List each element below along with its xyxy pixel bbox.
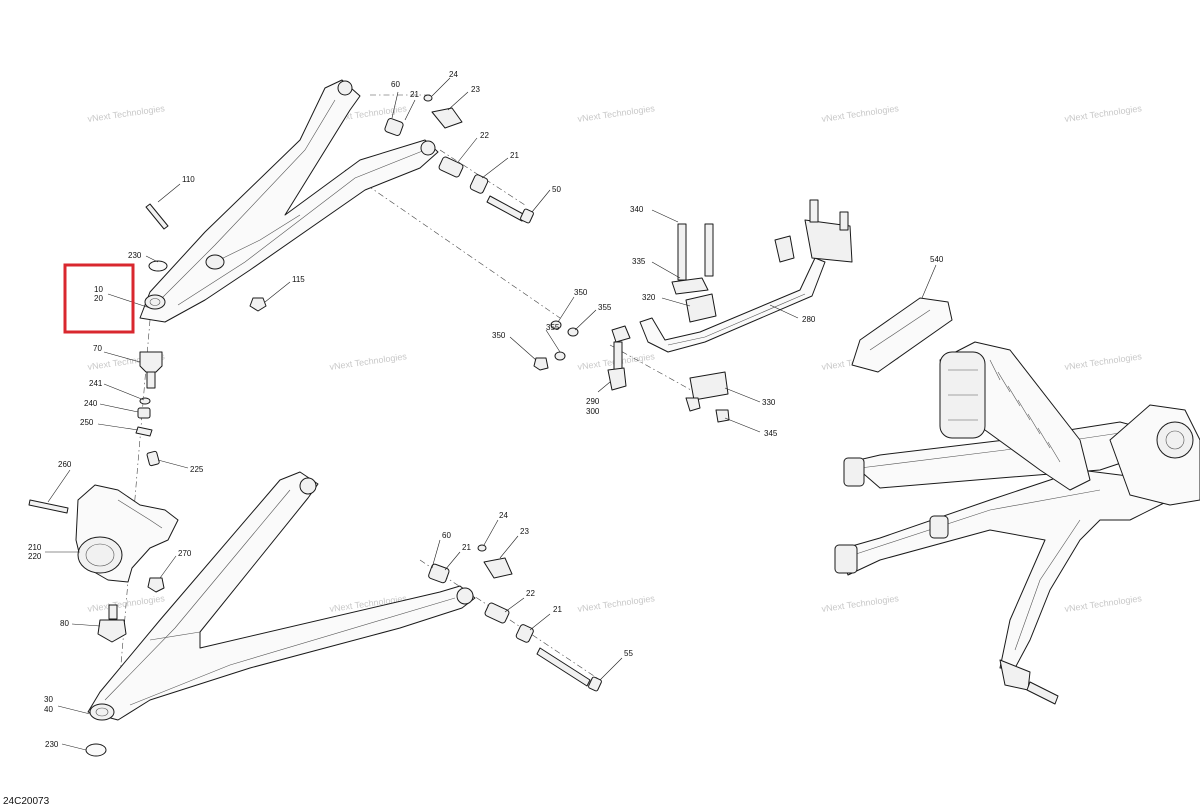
watermark: vNext Technologies: [821, 103, 900, 124]
watermark: vNext Technologies: [1064, 103, 1143, 124]
callout-24: 24: [499, 511, 508, 520]
callout-230: 230: [45, 740, 59, 749]
callout-10: 10: [94, 285, 103, 294]
highlight-box: [63, 263, 135, 334]
callout-55: 55: [624, 649, 633, 658]
callout-30: 30: [44, 695, 53, 704]
lower-arm-hardware: [428, 544, 602, 692]
callout-23: 23: [471, 85, 480, 94]
callout-240: 240: [84, 399, 98, 408]
callout-270: 270: [178, 549, 192, 558]
callout-340: 340: [630, 205, 644, 214]
callout-210: 210: [28, 543, 42, 552]
callout-250: 250: [80, 418, 94, 427]
callout-60: 60: [391, 80, 400, 89]
watermark: vNext Technologies: [577, 103, 656, 124]
callout-345: 345: [764, 429, 778, 438]
callout-110: 110: [182, 175, 195, 184]
callout-22: 22: [526, 589, 535, 598]
callout-230: 230: [128, 251, 142, 260]
lower-ball-joint: [97, 604, 127, 643]
callout-115: 115: [292, 275, 305, 284]
sway-bar-assembly: [533, 199, 853, 423]
callout-22: 22: [480, 131, 489, 140]
callout-355: 355: [598, 303, 612, 312]
callout-60: 60: [442, 531, 451, 540]
callout-220: 220: [28, 552, 42, 561]
callout-20: 20: [94, 294, 103, 303]
watermark: vNext Technologies: [1064, 351, 1143, 372]
callout-330: 330: [762, 398, 776, 407]
knuckle: [28, 484, 179, 593]
callout-24: 24: [449, 70, 458, 79]
assembled-suspension: [834, 297, 1200, 705]
callout-350: 350: [492, 331, 506, 340]
callout-21: 21: [553, 605, 562, 614]
callout-21: 21: [510, 151, 519, 160]
callout-labels: 60 24 21 23 22 21 50 110 230 10 20 115 7…: [28, 70, 944, 749]
callout-280: 280: [802, 315, 816, 324]
callout-leaders: [45, 77, 937, 751]
watermark: vNext Technologies: [87, 103, 166, 124]
callout-290: 290: [586, 397, 600, 406]
callout-355: 355: [546, 323, 560, 332]
callout-80: 80: [60, 619, 69, 628]
callout-540: 540: [930, 255, 944, 264]
watermark: vNext Technologies: [329, 351, 408, 372]
upper-a-arm: [139, 79, 439, 323]
callout-50: 50: [552, 185, 561, 194]
callout-335: 335: [632, 257, 646, 266]
callout-350: 350: [574, 288, 588, 297]
upper-ball-joint-stack: [135, 351, 163, 467]
callout-23: 23: [520, 527, 529, 536]
callout-260: 260: [58, 460, 72, 469]
lower-a-arm: [85, 471, 476, 757]
callout-225: 225: [190, 465, 204, 474]
upper-arm-hardware: [145, 94, 534, 312]
callout-21: 21: [410, 90, 419, 99]
callout-70: 70: [93, 344, 102, 353]
watermark: vNext Technologies: [577, 593, 656, 614]
callout-21: 21: [462, 543, 471, 552]
callout-40: 40: [44, 705, 53, 714]
diagram-code: 24C20073: [3, 796, 50, 807]
watermark: vNext Technologies: [1064, 593, 1143, 614]
callout-320: 320: [642, 293, 656, 302]
watermark: vNext Technologies: [821, 593, 900, 614]
callout-300: 300: [586, 407, 600, 416]
callout-241: 241: [89, 379, 103, 388]
